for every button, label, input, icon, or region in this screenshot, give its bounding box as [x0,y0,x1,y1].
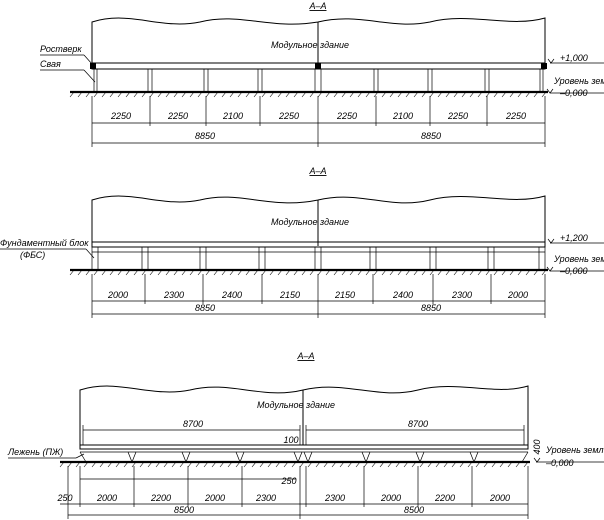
section-3-ground-hatch [59,461,529,468]
section-3-span: 2000 [489,493,510,503]
section-1-level-arrow [547,58,555,64]
section-3-sleepers [79,451,529,463]
section-2-ground-label: Уровень земли [553,254,604,264]
section-1-grillage-node [315,63,321,69]
section-3-dim-250: 250 [280,476,296,486]
section-1-span: 2100 [222,111,243,121]
section-1-callout-grillage: Ростверк [40,44,82,54]
section-1-span: 2250 [278,111,299,121]
section-2-dimensions [91,274,546,318]
section-2-callout-block: Фундаментный блок [0,238,89,248]
section-3-building-label: Модульное здание [257,400,335,410]
section-3-total: 8500 [174,505,194,515]
section-2-span: 2000 [507,290,528,300]
section-1-span: 2100 [392,111,413,121]
section-3-span: 2300 [255,493,276,503]
section-1-grillage-node [90,63,96,69]
section-3-span: 2000 [96,493,117,503]
section-1: А–А Модульное здание Ростверк Свая [40,1,604,147]
section-1-leader [83,69,96,83]
section-3-edge: 250 [56,493,72,503]
section-3-top-total: 8700 [183,419,203,429]
section-2-span: 2000 [107,290,128,300]
section-2-span: 2300 [451,290,472,300]
section-1-piles [93,69,544,92]
section-2-building-label: Модульное здание [271,217,349,227]
section-3-span: 2300 [324,493,345,503]
section-1-level-top: +1,000 [560,53,588,63]
section-3-total: 8500 [404,505,424,515]
section-3-span: 2200 [434,493,455,503]
section-2-level-top: +1,200 [560,233,588,243]
section-3-dim-400: 400 [532,439,542,454]
section-3-dimensions [60,466,529,519]
section-3-callout-sleeper: Лежень (ПЖ) [7,447,63,457]
section-1-span: 2250 [336,111,357,121]
section-3-building-outline [79,385,529,445]
section-2-span: 2400 [392,290,413,300]
section-2-total: 8850 [195,303,215,313]
section-1-total: 8850 [195,131,215,141]
section-3-ground-label: Уровень земли [545,445,604,455]
section-3-span: 2000 [204,493,225,503]
section-2-ground-hatch [69,269,547,276]
section-3-dim-100: 100 [283,435,298,445]
section-1-zero-arrow [546,88,554,94]
section-1-title: А–А [308,1,326,11]
section-1-leader [83,54,93,65]
section-1-grillage-node [541,63,547,69]
section-1-ground-label: Уровень земли [553,76,604,86]
section-2-blocks [91,246,546,271]
section-2-span: 2300 [163,290,184,300]
section-3-top-total: 8700 [408,419,428,429]
section-3-slab [79,444,529,450]
section-1-ground-hatch [69,91,547,98]
section-2-level-arrow [547,238,555,244]
section-1-span: 2250 [110,111,131,121]
section-3-span: 2000 [380,493,401,503]
section-3-level-zero: –0,000 [545,458,574,468]
section-2-zero-arrow [546,266,554,272]
section-1-level-zero: –0,000 [559,88,588,98]
section-1-total: 8850 [421,131,441,141]
section-2-leader [85,248,95,259]
section-1-span: 2250 [505,111,526,121]
section-3: А–А Модульное здание 8700 8700 100 400 2… [7,351,604,519]
section-1-span: 2250 [447,111,468,121]
section-1-dimensions [91,96,546,147]
section-1-building-label: Модульное здание [271,40,349,50]
section-3-leader [75,453,85,459]
section-3-span: 2200 [150,493,171,503]
section-1-callout-pile: Свая [40,59,61,69]
section-3-top-dimensions [82,425,525,445]
section-1-span: 2250 [167,111,188,121]
section-2-total: 8850 [421,303,441,313]
section-3-title: А–А [296,351,314,361]
section-2-title: А–А [308,166,326,176]
section-2: А–А Модульное здание Фундаментный блок (… [0,166,604,318]
section-2-callout-fbs: (ФБС) [20,250,45,260]
section-2-span: 2150 [334,290,355,300]
section-3-zero-arrow [533,457,541,463]
section-2-span: 2150 [279,290,300,300]
section-2-level-zero: –0,000 [559,266,588,276]
section-2-span: 2400 [221,290,242,300]
